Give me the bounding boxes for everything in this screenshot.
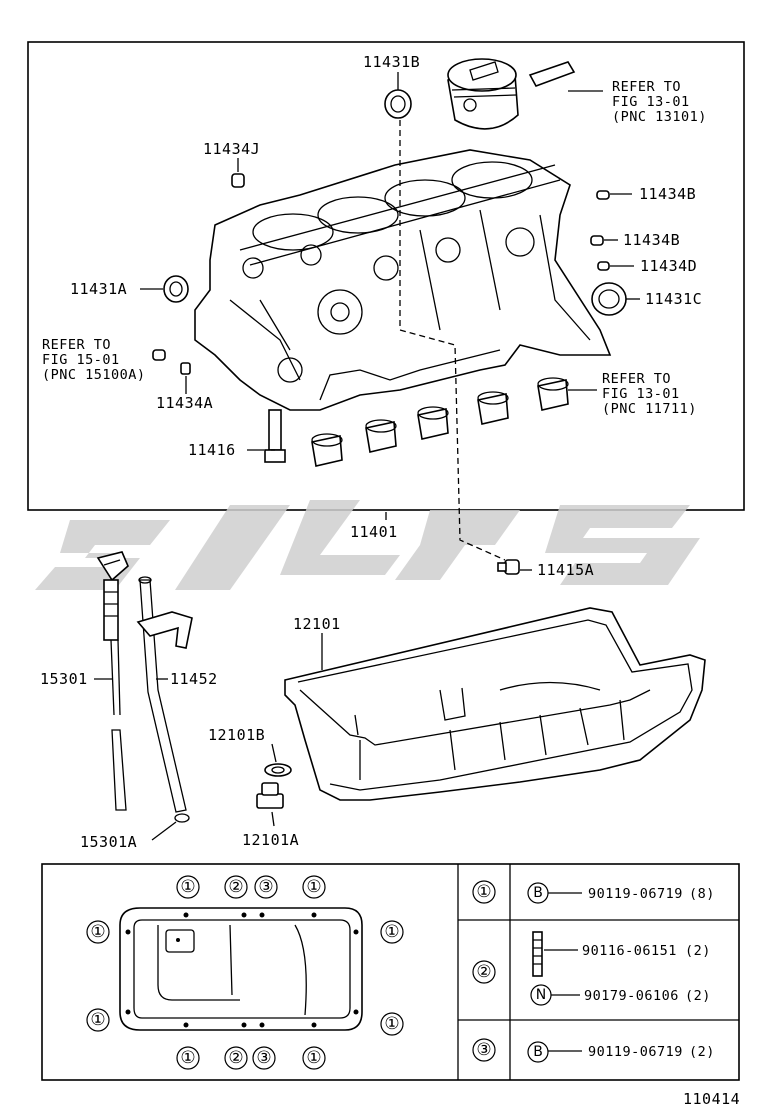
ref-bearing-line1: REFER TO xyxy=(602,371,671,387)
ref-bearing-line3: (PNC 11711) xyxy=(602,401,697,417)
pan-key-2-bottom: ② xyxy=(228,1048,243,1068)
leader-12101B xyxy=(271,743,277,763)
pan-key-1-right-a: ① xyxy=(384,922,399,942)
leader-12101A xyxy=(271,811,275,827)
plug-12101A xyxy=(256,782,284,809)
leader-15301A xyxy=(151,821,177,841)
legend-part-2a: 90116-06151 xyxy=(582,943,677,959)
seal-11431B xyxy=(384,89,412,119)
label-15301A: 15301A xyxy=(80,833,137,851)
seal-11431A xyxy=(163,275,189,303)
figure-number: 110414 xyxy=(683,1090,740,1108)
pan-bolt-layout xyxy=(119,907,363,1031)
seal-11431C xyxy=(591,282,627,316)
pin-11434A xyxy=(180,362,191,375)
ref-bearing-line2: FIG 13-01 xyxy=(602,386,680,402)
label-12101B: 12101B xyxy=(208,726,265,744)
label-11452: 11452 xyxy=(170,670,218,688)
engine-block-frame xyxy=(27,41,745,511)
pan-key-1-top-b: ① xyxy=(306,877,321,897)
legend-row-2: ② 90116-06151 (2) N 90179-06106 (2) xyxy=(472,931,711,1006)
pan-key-1-bottom-b: ① xyxy=(306,1048,321,1068)
pan-key-markers: ① ② ③ ① ① ① ① ① ① ② ③ ① xyxy=(86,875,404,1070)
legend-part-2b: 90179-06106 xyxy=(584,988,679,1004)
pan-key-3-top: ③ xyxy=(258,877,273,897)
pan-key-2-top: ② xyxy=(228,877,243,897)
label-11434B-2: 11434B xyxy=(623,231,680,249)
legend-badge-3: B xyxy=(533,1044,543,1060)
gasket-12101B xyxy=(264,763,292,777)
legend-frame xyxy=(41,863,740,1081)
pin-pump xyxy=(152,349,166,361)
cylinder-block-drawing xyxy=(194,110,612,561)
dipstick-15301 xyxy=(96,551,129,811)
pin-11434D xyxy=(597,261,610,271)
plug-11434J xyxy=(231,173,245,188)
ref-piston-line2: FIG 13-01 xyxy=(612,94,690,110)
oil-pan-12101 xyxy=(284,607,706,801)
legend-qty-2a: (2) xyxy=(685,943,711,959)
ref-piston-line1: REFER TO xyxy=(612,79,681,95)
pan-key-1-top-a: ① xyxy=(180,877,195,897)
legend-key-2: ② xyxy=(476,962,491,982)
pan-key-1-right-b: ① xyxy=(384,1014,399,1034)
dipstick-guide-11452 xyxy=(136,576,193,823)
drain-plug-11415A xyxy=(497,559,520,575)
ref-bearing: REFER TO FIG 13-01 (PNC 11711) xyxy=(602,371,697,417)
label-11431A: 11431A xyxy=(70,280,127,298)
label-11434B-1: 11434B xyxy=(639,185,696,203)
label-11434D: 11434D xyxy=(640,257,697,275)
label-12101A: 12101A xyxy=(242,831,299,849)
label-11415A: 11415A xyxy=(537,561,594,579)
legend-badge-1: B xyxy=(533,885,543,901)
legend-part-1: 90119-06719 xyxy=(588,886,683,902)
stud-bolt-icon xyxy=(532,931,543,977)
legend-row-1: ① B 90119-06719 (8) xyxy=(472,880,715,904)
label-11431B: 11431B xyxy=(363,53,420,71)
pan-key-3-bottom: ③ xyxy=(256,1048,271,1068)
legend-qty-1: (8) xyxy=(689,886,715,902)
label-12101: 12101 xyxy=(293,615,341,633)
watermark xyxy=(35,500,700,590)
piston-drawing xyxy=(447,58,576,130)
label-11434J: 11434J xyxy=(203,140,260,158)
ref-pump: REFER TO FIG 15-01 (PNC 15100A) xyxy=(42,337,146,383)
label-11401: 11401 xyxy=(350,523,398,541)
legend-qty-2b: (2) xyxy=(685,988,711,1004)
legend-qty-3: (2) xyxy=(689,1044,715,1060)
ref-piston-line3: (PNC 13101) xyxy=(612,109,707,125)
bolt-11416 xyxy=(264,409,286,463)
ref-piston: REFER TO FIG 13-01 (PNC 13101) xyxy=(612,79,707,125)
pan-key-1-left-a: ① xyxy=(90,922,105,942)
legend-part-3: 90119-06719 xyxy=(588,1044,683,1060)
label-11434A: 11434A xyxy=(156,394,213,412)
pan-key-1-left-b: ① xyxy=(90,1010,105,1030)
legend-row-3: ③ B 90119-06719 (2) xyxy=(472,1038,715,1063)
ref-pump-line2: FIG 15-01 xyxy=(42,352,120,368)
label-11416: 11416 xyxy=(188,441,236,459)
pan-key-1-bottom-a: ① xyxy=(180,1048,195,1068)
pin-11434B-1 xyxy=(596,190,610,200)
leader-lines-top xyxy=(140,72,640,571)
pin-11434B-2 xyxy=(590,235,604,246)
legend-badge-2b: N xyxy=(536,987,546,1003)
label-11431C: 11431C xyxy=(645,290,702,308)
ref-pump-line3: (PNC 15100A) xyxy=(42,367,146,383)
ref-pump-line1: REFER TO xyxy=(42,337,111,353)
legend-key-3: ③ xyxy=(476,1040,491,1060)
crank-bearings xyxy=(311,377,569,467)
label-15301: 15301 xyxy=(40,670,88,688)
legend-key-1: ① xyxy=(476,882,491,902)
